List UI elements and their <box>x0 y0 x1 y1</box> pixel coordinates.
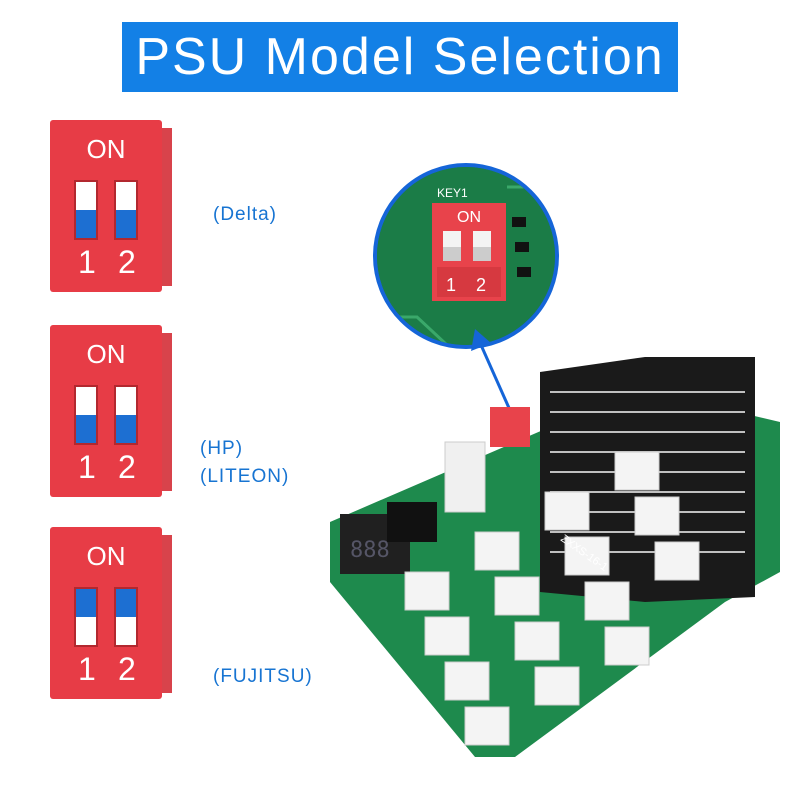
brand-delta: (Delta) <box>213 204 278 225</box>
zoom-arrow-icon <box>471 329 515 418</box>
zoom-on-label: ON <box>457 209 481 226</box>
brand-hp: (HP) <box>200 438 244 459</box>
dip-switch-fujitsu: ON 1 2 <box>50 527 172 699</box>
brand-liteon: (LITEON) <box>200 466 290 487</box>
pin-2-label: 2 <box>118 244 136 280</box>
switch-2-slot <box>114 587 138 647</box>
zoom-detail: KEY1 ON 1 2 <box>373 163 559 349</box>
switch-2-slot <box>114 180 138 240</box>
switch-2-slot <box>114 385 138 445</box>
zoom-pin-1: 1 <box>446 275 456 295</box>
brand-fujitsu: (FUJITSU) <box>213 666 313 687</box>
pin-1-label: 1 <box>78 244 96 280</box>
dip-switch-hp-liteon: ON 1 2 <box>50 325 172 497</box>
switch-1-slot <box>74 180 98 240</box>
pin-1-label: 1 <box>78 651 96 687</box>
on-label: ON <box>86 339 126 369</box>
zoom-key-label: KEY1 <box>437 186 468 200</box>
pin-2-label: 2 <box>118 651 136 687</box>
switch-1-slot <box>74 587 98 647</box>
pin-1-label: 1 <box>78 449 96 485</box>
svg-text:888: 888 <box>350 538 390 563</box>
switch-1-slot <box>74 385 98 445</box>
page-title: PSU Model Selection <box>122 22 678 92</box>
on-label: ON <box>86 541 126 571</box>
breakout-board-image: 888 ZXXS-16-1 <box>330 357 780 757</box>
dip-switch-delta: ON 1 2 <box>50 120 172 292</box>
zoom-pin-2: 2 <box>476 275 486 295</box>
zoom-pcb-art: KEY1 ON 1 2 <box>377 167 555 345</box>
on-label: ON <box>86 134 126 164</box>
pin-2-label: 2 <box>118 449 136 485</box>
